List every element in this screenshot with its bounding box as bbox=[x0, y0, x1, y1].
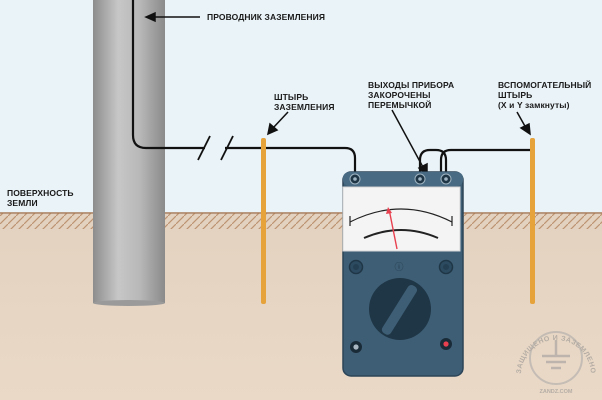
ground-wire-label: ПРОВОДНИК ЗАЗЕМЛЕНИЯ bbox=[207, 12, 325, 22]
grounding-conductor-wire bbox=[131, 0, 357, 178]
meter-terminals bbox=[349, 173, 452, 185]
auxiliary-rod-label: ВСПОМОГАТЕЛЬНЫЙ ШТЫРЬ (X и Y замкнуты) bbox=[498, 80, 591, 110]
ground-rod-label-line1: ШТЫРЬ bbox=[274, 92, 309, 102]
ground-rod-label-line2: ЗАЗЕМЛЕНИЯ bbox=[274, 102, 335, 112]
jumper-wire bbox=[418, 148, 448, 178]
auxiliary-rod-wire bbox=[439, 148, 533, 178]
svg-text:ZANDZ.COM: ZANDZ.COM bbox=[540, 389, 573, 395]
outputs-label-line1: ВЫХОДЫ ПРИБОРА bbox=[368, 80, 455, 90]
outputs-label-line2: ЗАКОРОЧЕНЫ bbox=[368, 90, 431, 100]
meter-needle bbox=[388, 208, 398, 250]
auxiliary-rod bbox=[530, 138, 535, 304]
ground-rod-label: ШТЫРЬ ЗАЗЕМЛЕНИЯ bbox=[274, 92, 335, 112]
outputs-shorted-label: ВЫХОДЫ ПРИБОРА ЗАКОРОЧЕНЫ ПЕРЕМЫЧКОЙ bbox=[368, 80, 454, 110]
ground-surface-hatching bbox=[0, 213, 602, 229]
soil bbox=[0, 214, 602, 400]
svg-text:ⓘ: ⓘ bbox=[394, 262, 403, 272]
aux-rod-label-line3: (X и Y замкнуты) bbox=[498, 100, 570, 110]
surface-label-line2: ЗЕМЛИ bbox=[7, 198, 38, 208]
ground-surface-label: ПОВЕРХНОСТЬ ЗЕМЛИ bbox=[7, 188, 74, 208]
surface-label-line1: ПОВЕРХНОСТЬ bbox=[7, 188, 74, 198]
outputs-label-line3: ПЕРЕМЫЧКОЙ bbox=[368, 100, 432, 110]
utility-pole bbox=[93, 0, 165, 306]
aux-rod-label-line1: ВСПОМОГАТЕЛЬНЫЙ bbox=[498, 80, 592, 90]
aux-rod-label-line2: ШТЫРЬ bbox=[498, 90, 533, 100]
ground-wire-label-text: ПРОВОДНИК ЗАЗЕМЛЕНИЯ bbox=[207, 12, 326, 22]
ground-rod bbox=[261, 138, 266, 304]
wire-break-mark bbox=[220, 135, 234, 161]
meter-dial bbox=[342, 186, 461, 252]
wire-break-mark bbox=[197, 135, 211, 161]
label-leader-arrows bbox=[144, 11, 531, 177]
earth-tester-meter: ⓘ bbox=[342, 171, 464, 377]
